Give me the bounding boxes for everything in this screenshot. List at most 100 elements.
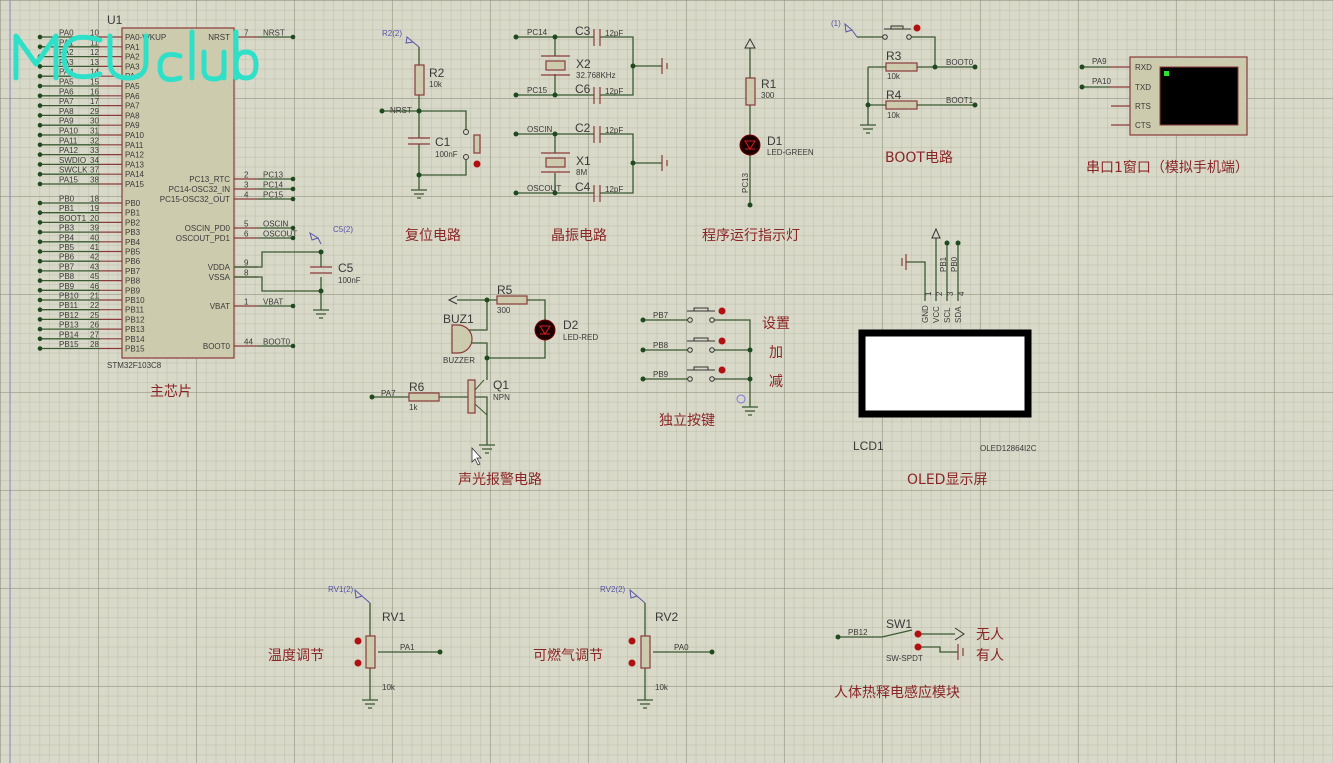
probe-icon [405,36,420,48]
transistor-q1[interactable] [467,379,476,414]
rv2-up[interactable] [628,637,636,645]
virtual-terminal[interactable]: PA9 PA10 RXD TXD RTS CTS [1079,56,1248,136]
resistor-r4[interactable] [885,100,918,110]
title-crystal: 晶振电路 [551,228,607,244]
led-d1[interactable] [739,134,761,156]
probe-rv1[interactable]: RV1(2) [328,585,354,594]
pin-number: 43 [90,262,99,271]
key-pb9[interactable] [718,366,726,374]
key-pb7[interactable] [718,307,726,315]
probe-r2[interactable]: R2(2) [382,29,402,38]
pin-name: PA6 [125,92,140,101]
pin-name: PB2 [125,218,141,227]
mcu-body[interactable] [121,27,235,359]
r2-ref: R2 [429,66,445,80]
potentiometer-rv1[interactable]: RV1(2) RV1 10k PA1 [328,585,443,709]
pin-net: OSCOUT [263,230,297,239]
button-state-indicator[interactable] [473,160,481,168]
pin-net: PA5 [59,78,74,87]
resistor-r3[interactable] [885,62,918,72]
resistor-r5[interactable] [496,295,528,305]
pin-net: PB4 [59,233,75,242]
key-pb8[interactable] [718,337,726,345]
potentiometer-rv2[interactable]: RV2(2) RV2 10k PA0 [600,585,715,709]
alarm-circuit[interactable]: BUZ1 BUZZER R5 300 D2 LED-RED R6 1k Q1 N… [369,283,599,466]
resistor-r6[interactable] [408,392,440,402]
net-pb12: PB12 [848,628,868,637]
oled-screen[interactable] [858,329,1032,418]
key-buttons[interactable]: PB7 PB8 PB9 设置 加 减 [640,307,791,416]
c5-ref: C5 [338,261,354,275]
led-d2[interactable] [534,319,556,341]
pin-number: 9 [244,259,249,268]
crystal-x1[interactable]: OSCIN OSCOUT C2 C4 12pF 12pF X1 8M [513,121,668,202]
boot-circuit[interactable]: (1) R3 10k R4 10k BOOT0 BOOT1 [831,19,978,134]
resistor-r2[interactable] [414,64,425,96]
rv1-up[interactable] [354,637,362,645]
sw1-pos-b[interactable] [914,643,922,651]
buzzer-buz1[interactable] [451,324,473,354]
oled-display[interactable]: PB1 PB0 1 2 3 4 GND VCC SCL SDA LCD1 OLE… [853,227,1037,453]
pin-number: 26 [90,321,99,330]
c3-ref: C3 [575,24,591,38]
r4-ref: R4 [886,88,902,102]
crystal-x2[interactable]: PC14 PC15 C3 C6 12pF 12pF X2 32.768KHz [513,24,668,104]
reset-circuit[interactable]: R2(2) R2 10k NRST C1 100nF [379,29,481,199]
sw1-pos-a[interactable] [914,630,922,638]
pin-scl: SCL [943,307,952,323]
pin-name: NRST [208,33,230,42]
pin-number: 3 [244,181,249,190]
capacitor-c5[interactable]: C5 100nF C5(2) [234,225,361,319]
indicator-led-circuit[interactable]: R1 300 D1 LED-GREEN PC13 [739,37,814,208]
rv1-down[interactable] [354,659,362,667]
switch-sw1[interactable]: PB12 SW1 SW-SPDT 无人 有人 [835,617,1005,664]
pin-number: 17 [90,97,99,106]
reset-button[interactable] [473,134,481,154]
probe-rv2[interactable]: RV2(2) [600,585,626,594]
rv2-down[interactable] [628,659,636,667]
resistor-r1[interactable] [745,77,756,106]
probe-c5[interactable]: C5(2) [333,225,353,234]
title-oled: OLED显示屏 [907,472,987,488]
probe-boot[interactable]: (1) [831,19,841,28]
pin-name: BOOT0 [203,342,231,351]
terminal-screen[interactable] [1159,66,1239,126]
d1-ref: D1 [767,134,783,148]
